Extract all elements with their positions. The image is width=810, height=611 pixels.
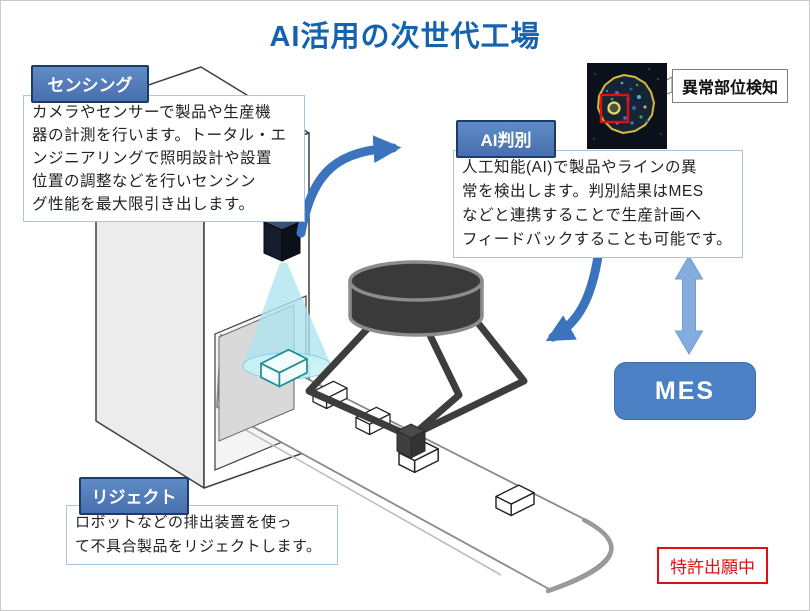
- page-title: AI活用の次世代工場: [269, 21, 541, 53]
- mes-link-arrow: [674, 255, 704, 355]
- flow-arrow-sensing-to-ai: [296, 135, 402, 238]
- reject-callout-header: リジェクト: [79, 477, 189, 515]
- anomaly-marker-box: [599, 93, 630, 124]
- mes-box: MES: [614, 362, 756, 420]
- ai-callout-body: 人工知能(AI)で製品やラインの異 常を検出します。判別結果はMES などと連携…: [453, 150, 743, 258]
- anomaly-sample-image: [587, 63, 667, 149]
- product-under-inspection: [260, 348, 308, 388]
- patent-pending-badge: 特許出願中: [657, 547, 768, 584]
- ai-callout-header: AI判別: [456, 120, 556, 158]
- reject-callout-body: ロボットなどの排出装置を使っ て不具合製品をリジェクトします。: [66, 505, 338, 565]
- sensing-callout-header: センシング: [31, 65, 149, 103]
- delta-robot: [305, 260, 528, 459]
- anomaly-detection-label: 異常部位検知: [672, 69, 789, 103]
- robot-gripper: [395, 423, 427, 459]
- sensing-callout-body: カメラやセンサーで製品や生産機 器の計測を行います。トータル・エ ンジニアリング…: [23, 95, 305, 222]
- anomaly-spot: [607, 101, 621, 115]
- flow-arrow-ai-to-line: [545, 245, 604, 342]
